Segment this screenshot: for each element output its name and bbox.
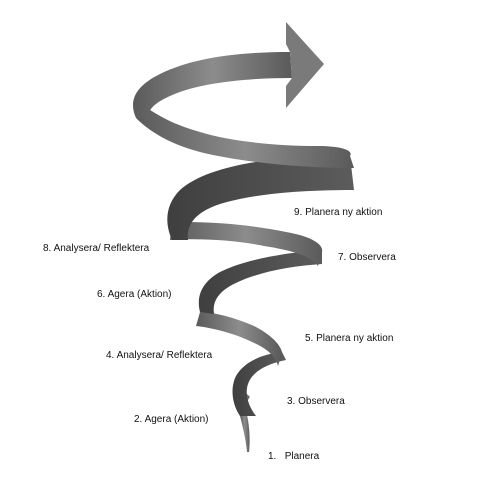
spiral-band-1 (196, 312, 282, 366)
spiral-top-arch (133, 52, 292, 120)
arrow-head (286, 22, 324, 108)
step-1-label: 1. Planera (268, 451, 320, 462)
step-5-label: 5. Planera ny aktion (305, 333, 394, 344)
step-2-label: 2. Agera (Aktion) (134, 414, 209, 425)
step-7-label: 7. Observera (338, 252, 396, 263)
spiral-loop-1 (232, 352, 286, 416)
spiral-loop-2 (198, 252, 322, 314)
spiral-band-3 (136, 110, 354, 168)
spiral-loop-3 (167, 156, 354, 240)
step-9-label: 9. Planera ny aktion (294, 207, 383, 218)
step-4-label: 4. Analysera/ Reflektera (106, 350, 213, 361)
step-3-label: 3. Observera (287, 396, 345, 407)
step-8-label: 8. Analysera/ Reflektera (43, 243, 150, 254)
spiral-band-2 (170, 222, 323, 266)
step-6-label: 6. Agera (Aktion) (97, 289, 172, 300)
